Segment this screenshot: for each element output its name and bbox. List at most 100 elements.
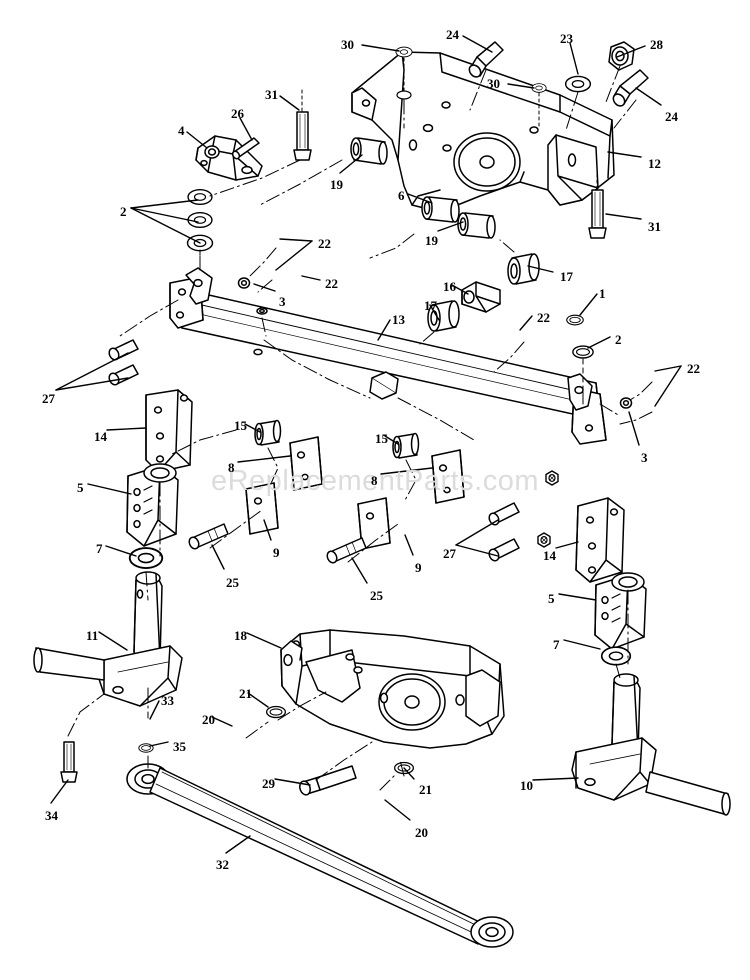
callout-leader-line (563, 639, 601, 650)
callout-number: 24 (446, 27, 459, 42)
bushing-part-17b (507, 253, 540, 285)
nut-part-22a (545, 470, 559, 486)
callout-leader-line (437, 221, 464, 232)
bolt-part-29 (299, 765, 357, 796)
callout-number: 6 (398, 188, 405, 203)
callout-leader-line (403, 767, 415, 780)
callout-number: 30 (341, 37, 354, 52)
bolt-part-25b (326, 537, 367, 564)
plate-part-9a (245, 482, 279, 535)
callout-leader-line (555, 541, 579, 549)
callout-leader-line (654, 365, 682, 407)
spacer-part-15a (254, 419, 282, 446)
callout-leader-line (587, 336, 611, 349)
callout-number: 7 (96, 541, 103, 556)
callout-leader-line (451, 284, 469, 295)
callout-leader-line (130, 207, 199, 223)
callout-leader-line (455, 544, 499, 557)
callout-leader-line (244, 423, 261, 433)
callout-leader-line (55, 377, 129, 391)
bolt-part-24a (468, 41, 504, 78)
callout-number: 27 (42, 391, 55, 406)
bracket-part-14b (575, 497, 625, 583)
callout-leader-line (654, 365, 682, 372)
callout-leader-line (211, 544, 225, 570)
callout-number: 25 (370, 588, 383, 603)
bolt-part-27a2 (108, 364, 139, 386)
callout-leader-line (239, 117, 253, 141)
nut-part-28 (608, 41, 635, 71)
callout-leader-line (462, 35, 493, 53)
callout-number: 3 (641, 450, 648, 465)
callout-leader-line (98, 631, 128, 651)
callout-leader-line (605, 213, 642, 220)
spacer-part-15b (392, 432, 420, 459)
callout-number: 15 (234, 418, 247, 433)
callout-number: 27 (443, 546, 456, 561)
callout-leader-line (55, 352, 129, 391)
washer-part-21a (266, 705, 286, 719)
callout-number: 13 (392, 312, 405, 327)
callout-number: 26 (231, 106, 244, 121)
callout-number: 8 (371, 473, 378, 488)
callout-number: 2 (615, 332, 622, 347)
callout-leader-line (569, 42, 579, 75)
callout-leader-line (377, 319, 391, 341)
spacer-part-19b (457, 212, 496, 239)
callout-leader-line (351, 557, 368, 584)
callout-leader-line (279, 238, 313, 242)
callout-leader-line (211, 716, 233, 727)
callout-number: 22 (687, 361, 700, 376)
callout-leader-line (130, 207, 201, 244)
callout-number: 2 (120, 204, 127, 219)
callout-number: 29 (262, 776, 275, 791)
bolt-part-24b (612, 69, 649, 107)
callout-number: 19 (330, 177, 343, 192)
callout-number: 10 (520, 778, 533, 793)
callout-number: 5 (77, 480, 84, 495)
bushing-part-17a (427, 300, 460, 332)
callout-number: 3 (279, 294, 286, 309)
callout-number: 17 (560, 269, 573, 284)
washer-part-23 (564, 75, 592, 93)
nut-part-3a (237, 277, 251, 289)
callout-leader-line (149, 700, 160, 720)
bushing-part-5b (594, 572, 647, 650)
callout-leader-line (558, 593, 597, 601)
nut-part-3b (619, 397, 633, 409)
callout-number: 31 (265, 87, 278, 102)
callout-leader-line (579, 293, 598, 316)
callout-leader-line (275, 240, 313, 271)
pin-part-26 (231, 137, 260, 160)
callout-leader-line (404, 534, 414, 556)
callout-number: 21 (239, 686, 252, 701)
hex-spacer-part-16 (461, 281, 501, 313)
callout-number: 14 (94, 429, 107, 444)
callout-number: 16 (443, 279, 456, 294)
callout-leader-line (527, 265, 554, 273)
left-spindle-part-11 (33, 571, 183, 707)
callout-number: 14 (543, 548, 556, 563)
callout-leader-line (130, 199, 199, 209)
callout-leader-line (361, 44, 400, 52)
callout-leader-line (301, 275, 321, 281)
bolt-part-27b1 (488, 502, 520, 526)
bolt-part-27b2 (488, 538, 520, 562)
callout-leader-line (246, 632, 282, 649)
callout-leader-line (50, 779, 69, 804)
callout-leader-line (247, 692, 269, 708)
callout-number: 4 (178, 123, 185, 138)
callout-number: 11 (86, 628, 99, 643)
washer-part-1a (566, 314, 584, 326)
callout-leader-line (237, 455, 291, 463)
callout-number: 22 (318, 236, 331, 251)
plate-part-8a (289, 436, 323, 491)
callout-leader-line (263, 519, 272, 541)
callout-number: 17 (424, 298, 437, 313)
washer-part-7a (128, 547, 164, 569)
callout-leader-line (274, 778, 311, 786)
right-spindle-part-10 (571, 673, 731, 816)
callout-number: 5 (548, 591, 555, 606)
callout-leader-line (507, 83, 535, 89)
callout-number: 34 (45, 808, 58, 823)
